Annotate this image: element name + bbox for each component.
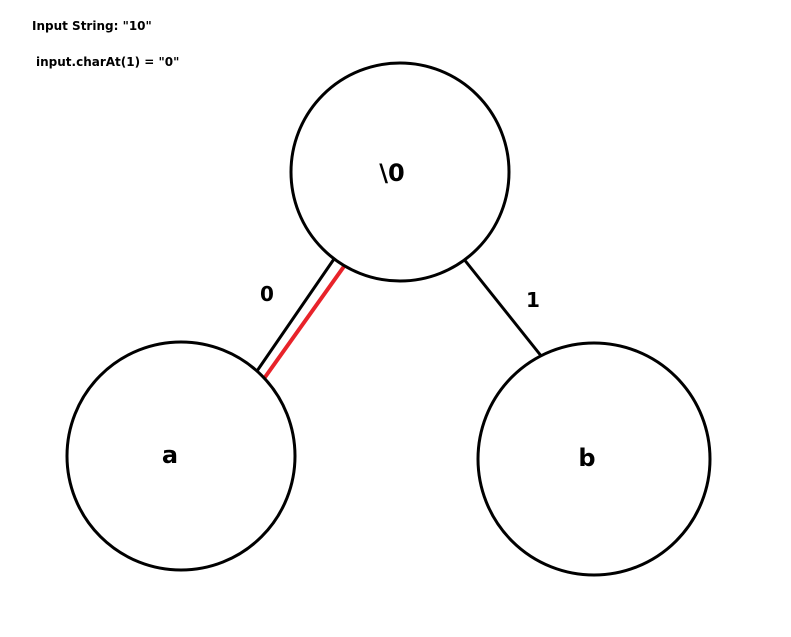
root-node: [289, 61, 511, 283]
right-node-label: b: [578, 444, 595, 472]
root-node-label: \0: [379, 159, 404, 187]
edge-right: [461, 257, 544, 358]
char-at-caption: input.charAt(1) = "0": [36, 55, 180, 69]
edge-right-label: 1: [526, 288, 540, 312]
right-node: [476, 341, 712, 577]
edge-left-line: [255, 258, 336, 372]
left-node: [65, 340, 297, 572]
left-node-label: a: [162, 441, 178, 469]
edge-left-label: 0: [260, 282, 274, 306]
edge-left: [255, 258, 347, 382]
edge-left-highlight: [261, 263, 347, 382]
input-string-caption: Input String: "10": [32, 19, 152, 33]
